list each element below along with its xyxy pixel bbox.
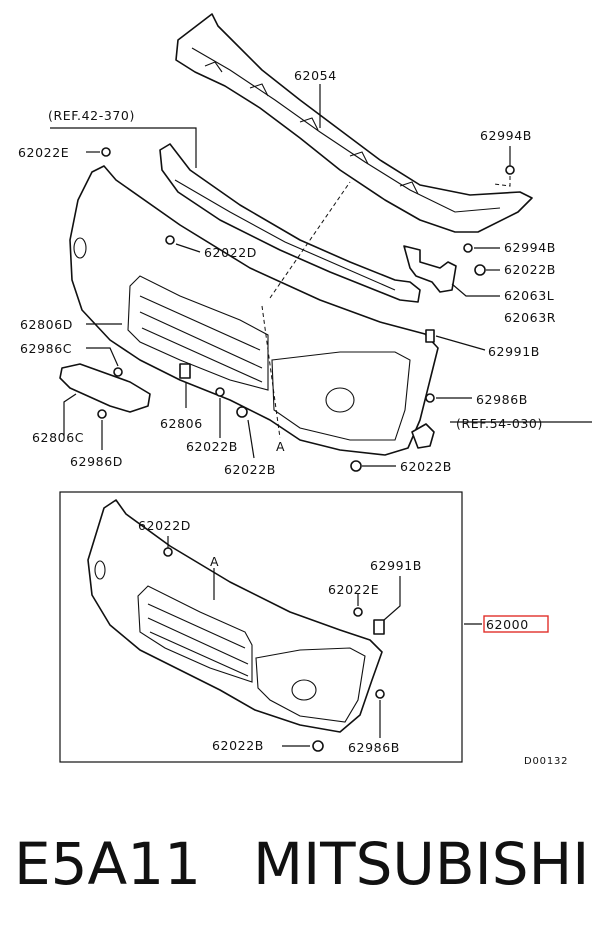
leaders-top bbox=[50, 84, 592, 467]
highlight-box bbox=[483, 615, 549, 633]
label-62022e-low: 62022E bbox=[328, 582, 379, 597]
label-62022b-low: 62022B bbox=[212, 738, 264, 753]
bumper-assembly bbox=[87, 499, 385, 752]
label-62986b-low: 62986B bbox=[348, 740, 400, 755]
bumper-reinforcement bbox=[175, 13, 533, 233]
label-62054: 62054 bbox=[294, 68, 337, 83]
assembly-box bbox=[59, 491, 482, 763]
label-62986d: 62986D bbox=[70, 454, 123, 469]
label-62022d-top: 62022D bbox=[204, 245, 257, 260]
parts-diagram: 62054 (REF.42-370) 62022E 62994B 62022D … bbox=[18, 13, 592, 767]
bumper-cover-top bbox=[69, 165, 439, 456]
label-62986c: 62986C bbox=[20, 341, 72, 356]
label-62022b-center: 62022B bbox=[186, 439, 238, 454]
diagram-code: D00132 bbox=[524, 756, 568, 767]
label-62022d-low: 62022D bbox=[138, 518, 191, 533]
caption: E5A11 MITSUBISHI bbox=[14, 830, 594, 910]
part-labels: 62054 (REF.42-370) 62022E 62994B 62022D … bbox=[18, 68, 568, 767]
label-62022b-bottom-right: 62022B bbox=[400, 459, 452, 474]
label-62806d: 62806D bbox=[20, 317, 73, 332]
label-62986b-top: 62986B bbox=[476, 392, 528, 407]
side-bracket bbox=[403, 245, 457, 293]
label-62022b-center2: 62022B bbox=[224, 462, 276, 477]
label-62806: 62806 bbox=[160, 416, 203, 431]
model-code: E5A11 bbox=[14, 830, 202, 898]
label-62063r: 62063R bbox=[504, 310, 556, 325]
label-62806c: 62806C bbox=[32, 430, 84, 445]
label-a-top: A bbox=[276, 439, 285, 454]
label-62000: 62000 bbox=[486, 617, 529, 632]
label-62994b-mid: 62994B bbox=[504, 240, 556, 255]
brand-name: MITSUBISHI bbox=[253, 830, 590, 898]
label-62991b-low: 62991B bbox=[370, 558, 422, 573]
label-ref-42-370: (REF.42-370) bbox=[48, 108, 135, 123]
lower-support-bar bbox=[159, 143, 421, 303]
label-62063l: 62063L bbox=[504, 288, 554, 303]
label-62022b-right: 62022B bbox=[504, 262, 556, 277]
label-a-low: A bbox=[210, 554, 219, 569]
license-molding bbox=[59, 363, 151, 413]
fasteners-top bbox=[97, 147, 515, 472]
label-62994b-top: 62994B bbox=[480, 128, 532, 143]
leaders-bottom bbox=[167, 536, 401, 747]
label-62022e-top: 62022E bbox=[18, 145, 69, 160]
label-62991b-top: 62991B bbox=[488, 344, 540, 359]
label-ref-54-030: (REF.54-030) bbox=[456, 416, 543, 431]
